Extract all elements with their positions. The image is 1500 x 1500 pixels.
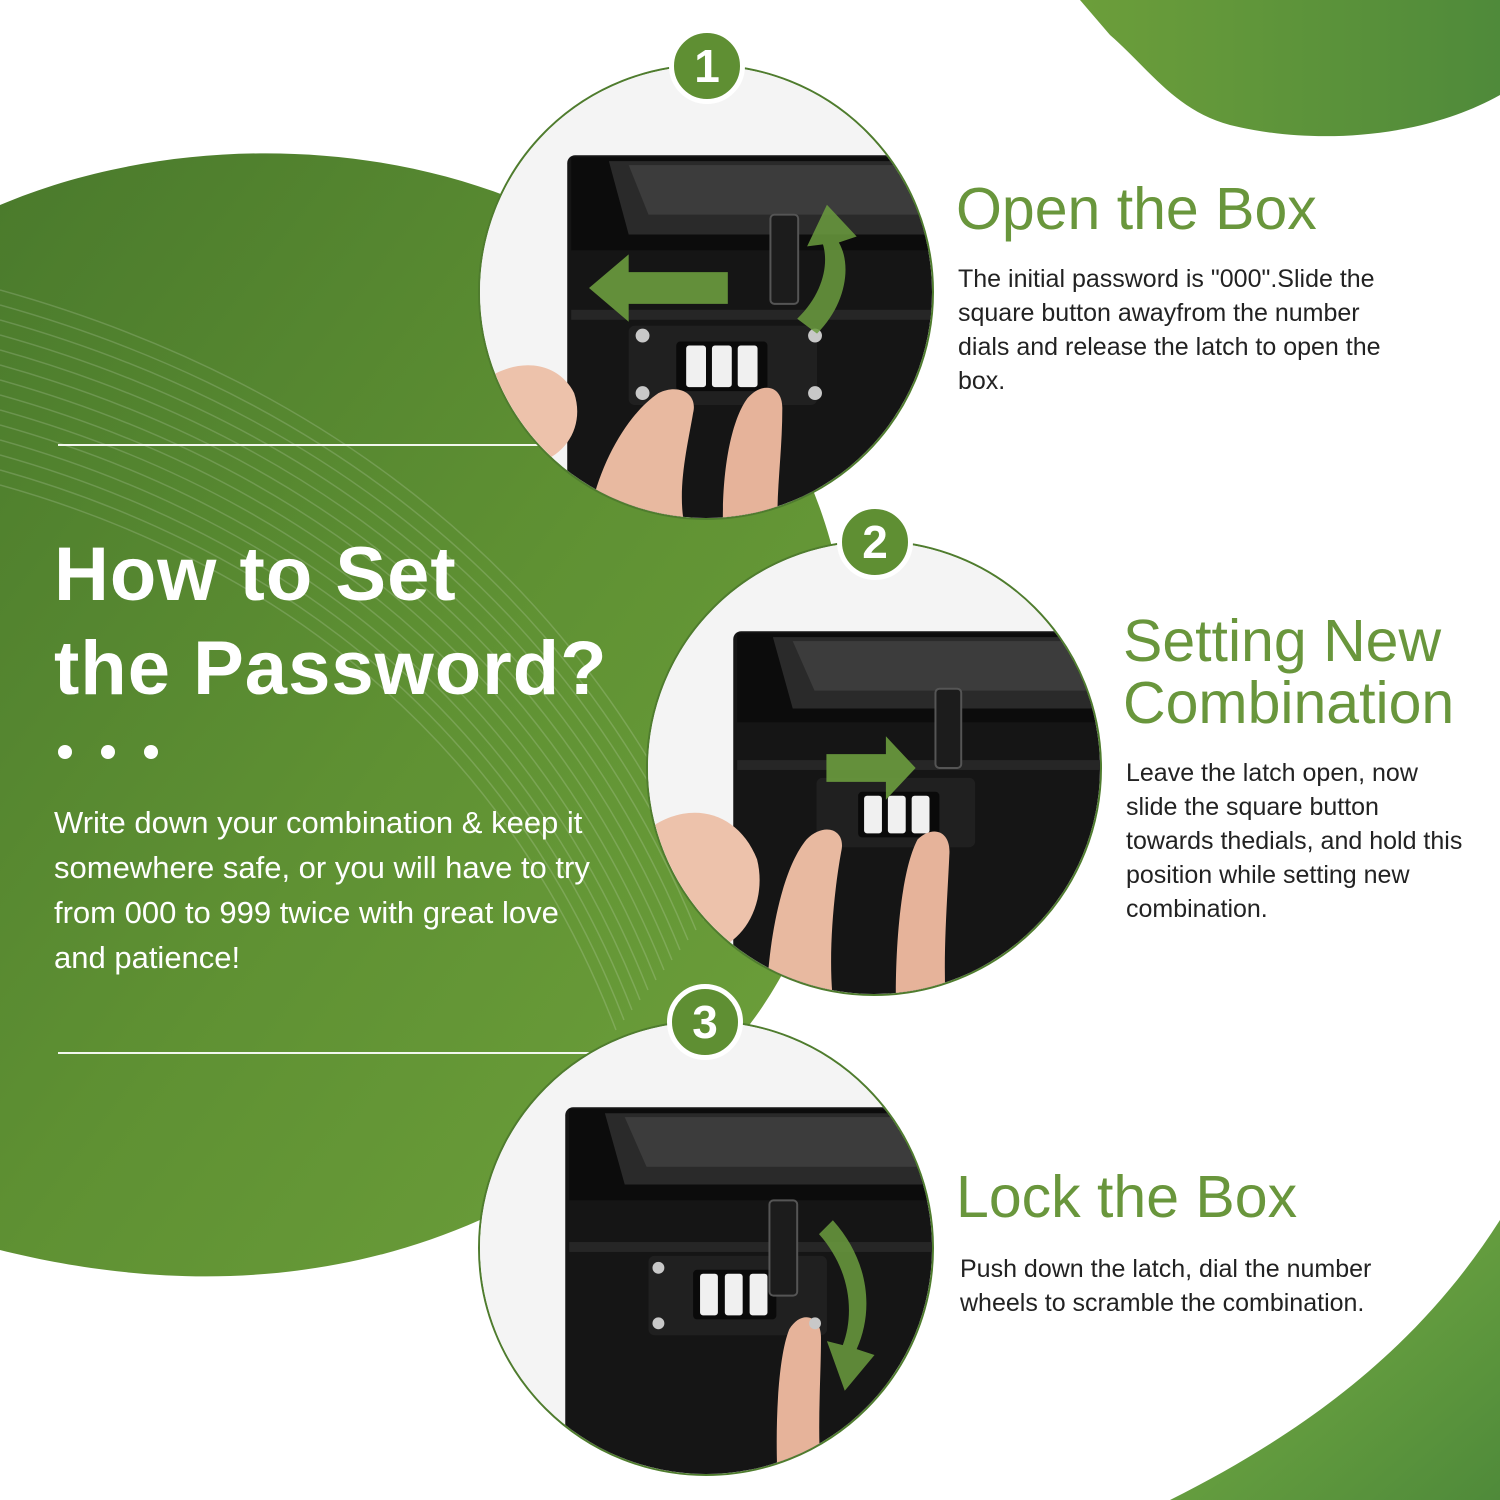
intro-text: Write down your combination & keep it so… xyxy=(54,805,590,975)
divider-top xyxy=(58,444,542,446)
step-2-number-badge: 2 xyxy=(837,504,913,580)
step-1-description: The initial password is "000".Slide the … xyxy=(958,265,1381,395)
step-2-photo xyxy=(648,542,1100,994)
step-3-description: Push down the latch, dial the number whe… xyxy=(960,1255,1372,1317)
arrow-curved-up-icon xyxy=(797,204,857,334)
dot-icon xyxy=(101,745,115,759)
thumb xyxy=(480,365,578,483)
finger-right xyxy=(722,387,783,518)
arrow-right-icon xyxy=(826,736,916,800)
divider-bottom xyxy=(58,1052,638,1054)
step-2-title-line-2: Combination xyxy=(1123,670,1455,736)
step-1-number-badge: 1 xyxy=(669,28,745,104)
step-1-title: Open the Box xyxy=(956,176,1317,242)
page-title: How to Set the Password? xyxy=(54,528,608,716)
dot-icon xyxy=(144,745,158,759)
latch-icon xyxy=(934,687,963,769)
step-3-photo xyxy=(480,1022,932,1474)
step-3-number-badge: 3 xyxy=(667,984,743,1060)
arrow-left-icon xyxy=(589,254,728,322)
thumb xyxy=(648,812,760,969)
step-2-title: Setting New Combination xyxy=(1123,610,1454,734)
dial-wheels xyxy=(686,345,758,388)
dot-icon xyxy=(58,745,72,759)
step-2-title-line-1: Setting New xyxy=(1123,608,1442,674)
latch-icon xyxy=(769,213,800,305)
step-2-photo-circle xyxy=(646,540,1102,996)
dial-wheels xyxy=(700,1273,768,1316)
top-right-green-blob xyxy=(1080,0,1500,137)
arrow-curved-down-icon xyxy=(819,1220,875,1391)
finger-left xyxy=(766,829,843,994)
step-3-title: Lock the Box xyxy=(956,1164,1298,1230)
latch-icon xyxy=(768,1199,799,1297)
step-3-photo-circle xyxy=(478,1020,934,1476)
finger xyxy=(776,1317,821,1474)
bottom-right-green-blob xyxy=(1170,1220,1500,1500)
step-1-photo xyxy=(480,66,932,518)
step-2-description: Leave the latch open, now slide the squa… xyxy=(1126,759,1463,923)
step-1-photo-circle xyxy=(478,64,934,520)
decorative-swoosh-lines xyxy=(0,289,721,1031)
page-title-line-1: How to Set xyxy=(54,532,457,617)
page-title-line-2: the Password? xyxy=(54,626,608,711)
finger-right xyxy=(895,831,950,994)
dial-wheels xyxy=(864,795,930,834)
finger-left xyxy=(589,389,694,518)
